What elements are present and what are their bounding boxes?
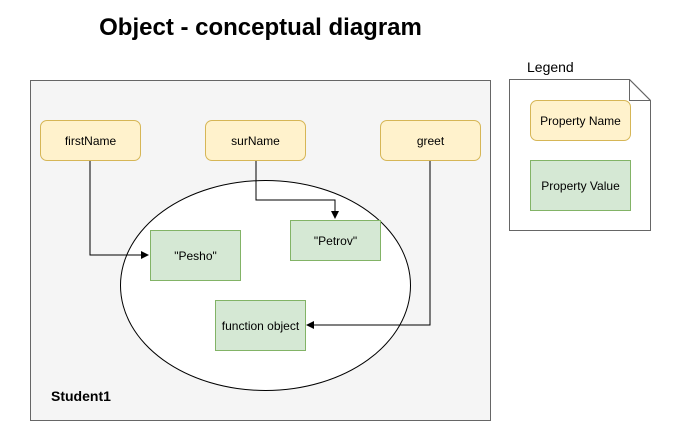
surname-connector — [255, 161, 339, 219]
property-value-pesho: "Pesho" — [150, 230, 241, 281]
property-name-greet: greet — [380, 120, 481, 161]
diagram-title: Object - conceptual diagram — [99, 14, 422, 41]
object-values-ellipse — [120, 180, 411, 391]
property-name-firstname: firstName — [40, 120, 141, 161]
property-name-surname: surName — [205, 120, 306, 161]
greet-connector — [306, 161, 431, 329]
legend-title: Legend — [527, 59, 574, 75]
object-label: Student1 — [51, 388, 111, 404]
property-value-petrov: "Petrov" — [290, 220, 381, 261]
firstname-connector — [89, 161, 149, 259]
legend-property-value: Property Value — [530, 160, 631, 211]
property-value-function-object: function object — [215, 300, 306, 351]
legend-property-name: Property Name — [530, 100, 631, 141]
